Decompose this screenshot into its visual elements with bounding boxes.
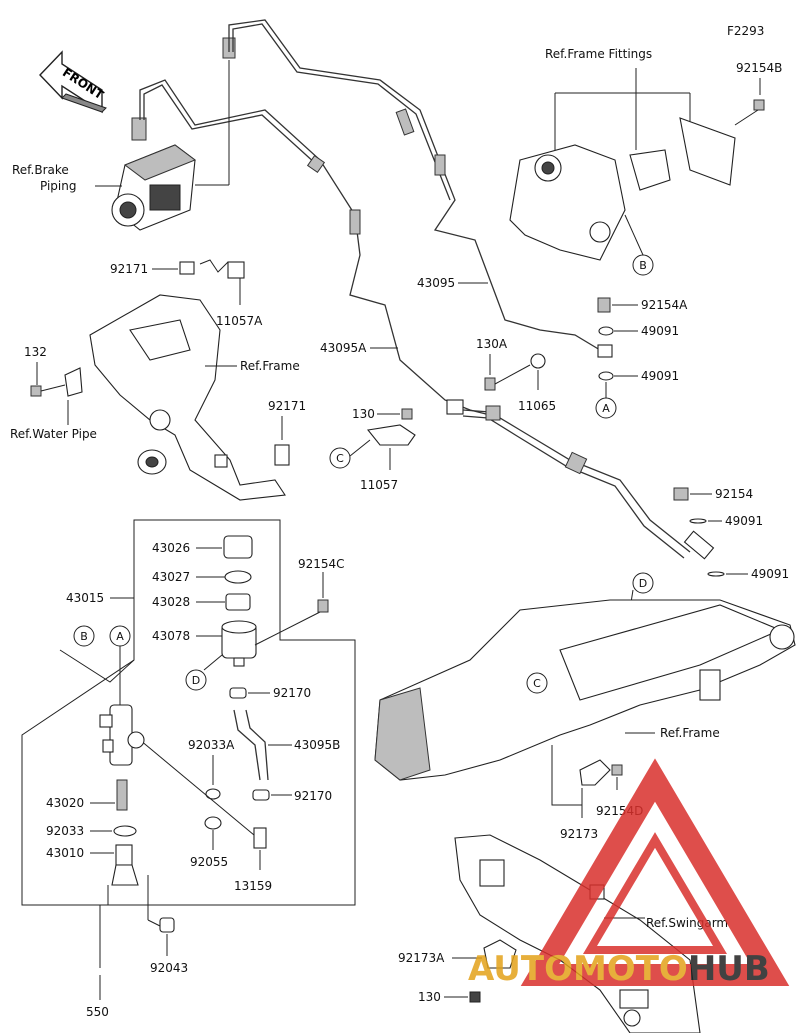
part-49091-a: 49091: [641, 324, 679, 338]
part-92154: 92154: [715, 487, 753, 501]
part-92154C: 92154C: [298, 557, 345, 571]
part-43095: 43095: [417, 276, 455, 290]
part-11065: 11065: [518, 399, 556, 413]
main-frame: [374, 599, 796, 781]
part-550: 550: [86, 1005, 109, 1019]
part-92170-b: 92170: [294, 789, 332, 803]
part-92043: 92043: [150, 961, 188, 975]
part-92173A: 92173A: [398, 951, 445, 965]
part-43095A: 43095A: [320, 341, 367, 355]
brake-hose-clamp: [366, 399, 464, 446]
callout-b-left: B: [80, 630, 88, 643]
part-92171-top: 92171: [110, 262, 148, 276]
ref-brake-piping-label-2: Piping: [40, 179, 76, 193]
part-92055: 92055: [190, 855, 228, 869]
part-49091-c: 49091: [725, 514, 763, 528]
part-13159: 13159: [234, 879, 272, 893]
brake-fluid-reservoir: [221, 620, 257, 667]
ref-frame-fittings-label: Ref.Frame Fittings: [545, 47, 652, 61]
part-43027: 43027: [152, 570, 190, 584]
part-43010: 43010: [46, 846, 84, 860]
callout-a-left: A: [116, 630, 124, 643]
ref-frame-label-bottom: Ref.Frame: [660, 726, 720, 740]
part-92171-mid: 92171: [268, 399, 306, 413]
part-43028: 43028: [152, 595, 190, 609]
part-92170-a: 92170: [273, 686, 311, 700]
rear-frame-bracket: [64, 294, 290, 501]
callout-b-top: B: [639, 259, 647, 272]
part-43026: 43026: [152, 541, 190, 555]
part-11057A: 11057A: [216, 314, 263, 328]
callout-c-mid: C: [336, 452, 344, 465]
part-11057: 11057: [360, 478, 398, 492]
part-92033A: 92033A: [188, 738, 235, 752]
part-92033: 92033: [46, 824, 84, 838]
automotohub-watermark: AUTOMOTOHUB: [468, 758, 790, 989]
part-49091-b: 49091: [641, 369, 679, 383]
part-92173: 92173: [560, 827, 598, 841]
ref-brake-piping-label-1: Ref.Brake: [12, 163, 69, 177]
abs-unit: [111, 37, 236, 231]
part-130A: 130A: [476, 337, 508, 351]
part-43095B: 43095B: [294, 738, 340, 752]
front-arrow-icon: FRONT: [39, 50, 107, 114]
callout-a-top: A: [602, 402, 610, 415]
callout-d-right: D: [639, 577, 647, 590]
ref-water-pipe-label: Ref.Water Pipe: [10, 427, 97, 441]
callout-c-right: C: [533, 677, 541, 690]
frame-fitting-bracket: [509, 117, 736, 261]
part-132: 132: [24, 345, 47, 359]
part-49091-d: 49091: [751, 567, 789, 581]
part-92154B: 92154B: [736, 61, 782, 75]
brake-master-cylinder: [99, 704, 145, 766]
swingarm: [454, 834, 701, 1033]
part-43015: 43015: [66, 591, 104, 605]
part-43078: 43078: [152, 629, 190, 643]
part-130-mid: 130: [352, 407, 375, 421]
ref-swingarm-label: Ref.Swingarm: [646, 916, 728, 930]
part-43020: 43020: [46, 796, 84, 810]
figure-id: F2293: [727, 24, 764, 38]
ref-frame-label-top: Ref.Frame: [240, 359, 300, 373]
watermark-text: AUTOMOTOHUB: [468, 949, 770, 989]
callout-d-left: D: [192, 674, 200, 687]
part-92154A: 92154A: [641, 298, 688, 312]
part-130-bottom: 130: [418, 990, 441, 1004]
